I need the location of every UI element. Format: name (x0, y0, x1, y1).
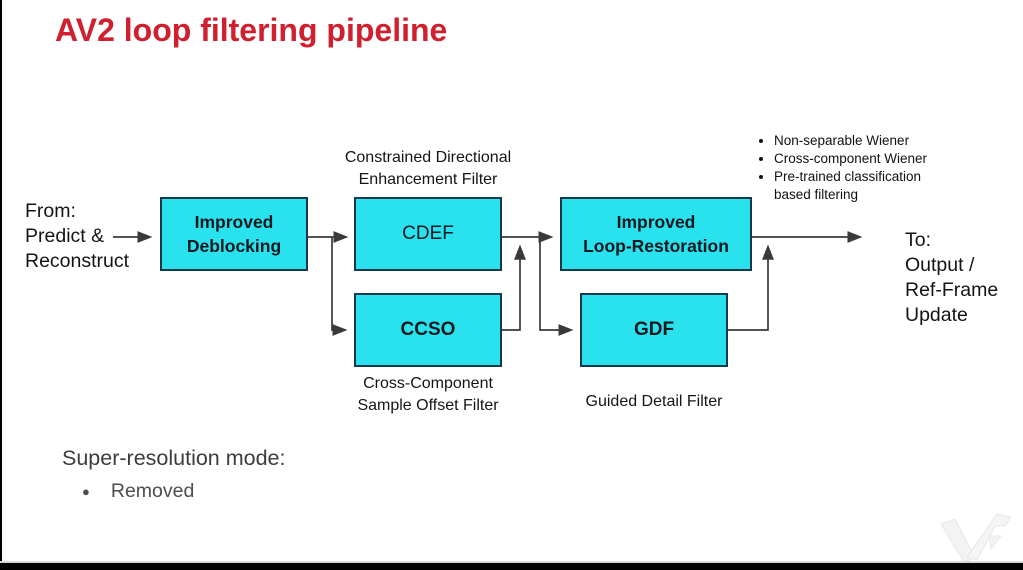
brand-watermark-icon (940, 513, 1012, 563)
box-gdf: GDF (580, 293, 728, 367)
arrow-split-to-gdf (539, 237, 574, 336)
box-cdef: CDEF (354, 197, 502, 271)
left-letterbox-bar (0, 0, 2, 570)
superres-title: Super-resolution mode: (62, 446, 286, 470)
box-improved-deblocking: Improved Deblocking (160, 197, 308, 271)
restoration-notes-list: Non-separable Wiener Cross-component Wie… (748, 132, 958, 204)
superres-item-text: Removed (110, 480, 195, 502)
arrow-gdf-merge-up (728, 244, 774, 331)
restoration-notes: Non-separable Wiener Cross-component Wie… (748, 132, 958, 204)
restoration-note-item: Cross-component Wiener (774, 150, 958, 168)
caption-gdf-full-name: Guided Detail Filter (585, 393, 723, 410)
bottom-letterbox-bar (0, 563, 1023, 570)
superres-list-item: ● Removed (62, 480, 285, 503)
box-ccso: CCSO (354, 293, 502, 367)
label-from-predict-reconstruct: From: Predict & Reconstruct (25, 200, 130, 272)
arrow-deblocking-to-ccso (331, 237, 348, 336)
restoration-note-item: Pre-trained classification based filteri… (774, 168, 958, 204)
caption-ccso-full-name: Cross-Component Sample Offset Filter (357, 375, 499, 414)
bottom-divider-line (0, 561, 1023, 563)
restoration-note-item: Non-separable Wiener (774, 132, 958, 150)
bullet-icon: ● (82, 484, 90, 499)
superres-section: Super-resolution mode: ● Removed (62, 446, 285, 503)
box-improved-loop-restoration: Improved Loop-Restoration (560, 197, 752, 271)
caption-cdef-full-name: Constrained Directional Enhancement Filt… (344, 149, 512, 188)
arrow-ccso-merge-up (502, 244, 526, 331)
slide-title: AV2 loop filtering pipeline (55, 12, 448, 48)
label-to-output-refframe: To: Output / Ref-Frame Update (905, 229, 999, 326)
